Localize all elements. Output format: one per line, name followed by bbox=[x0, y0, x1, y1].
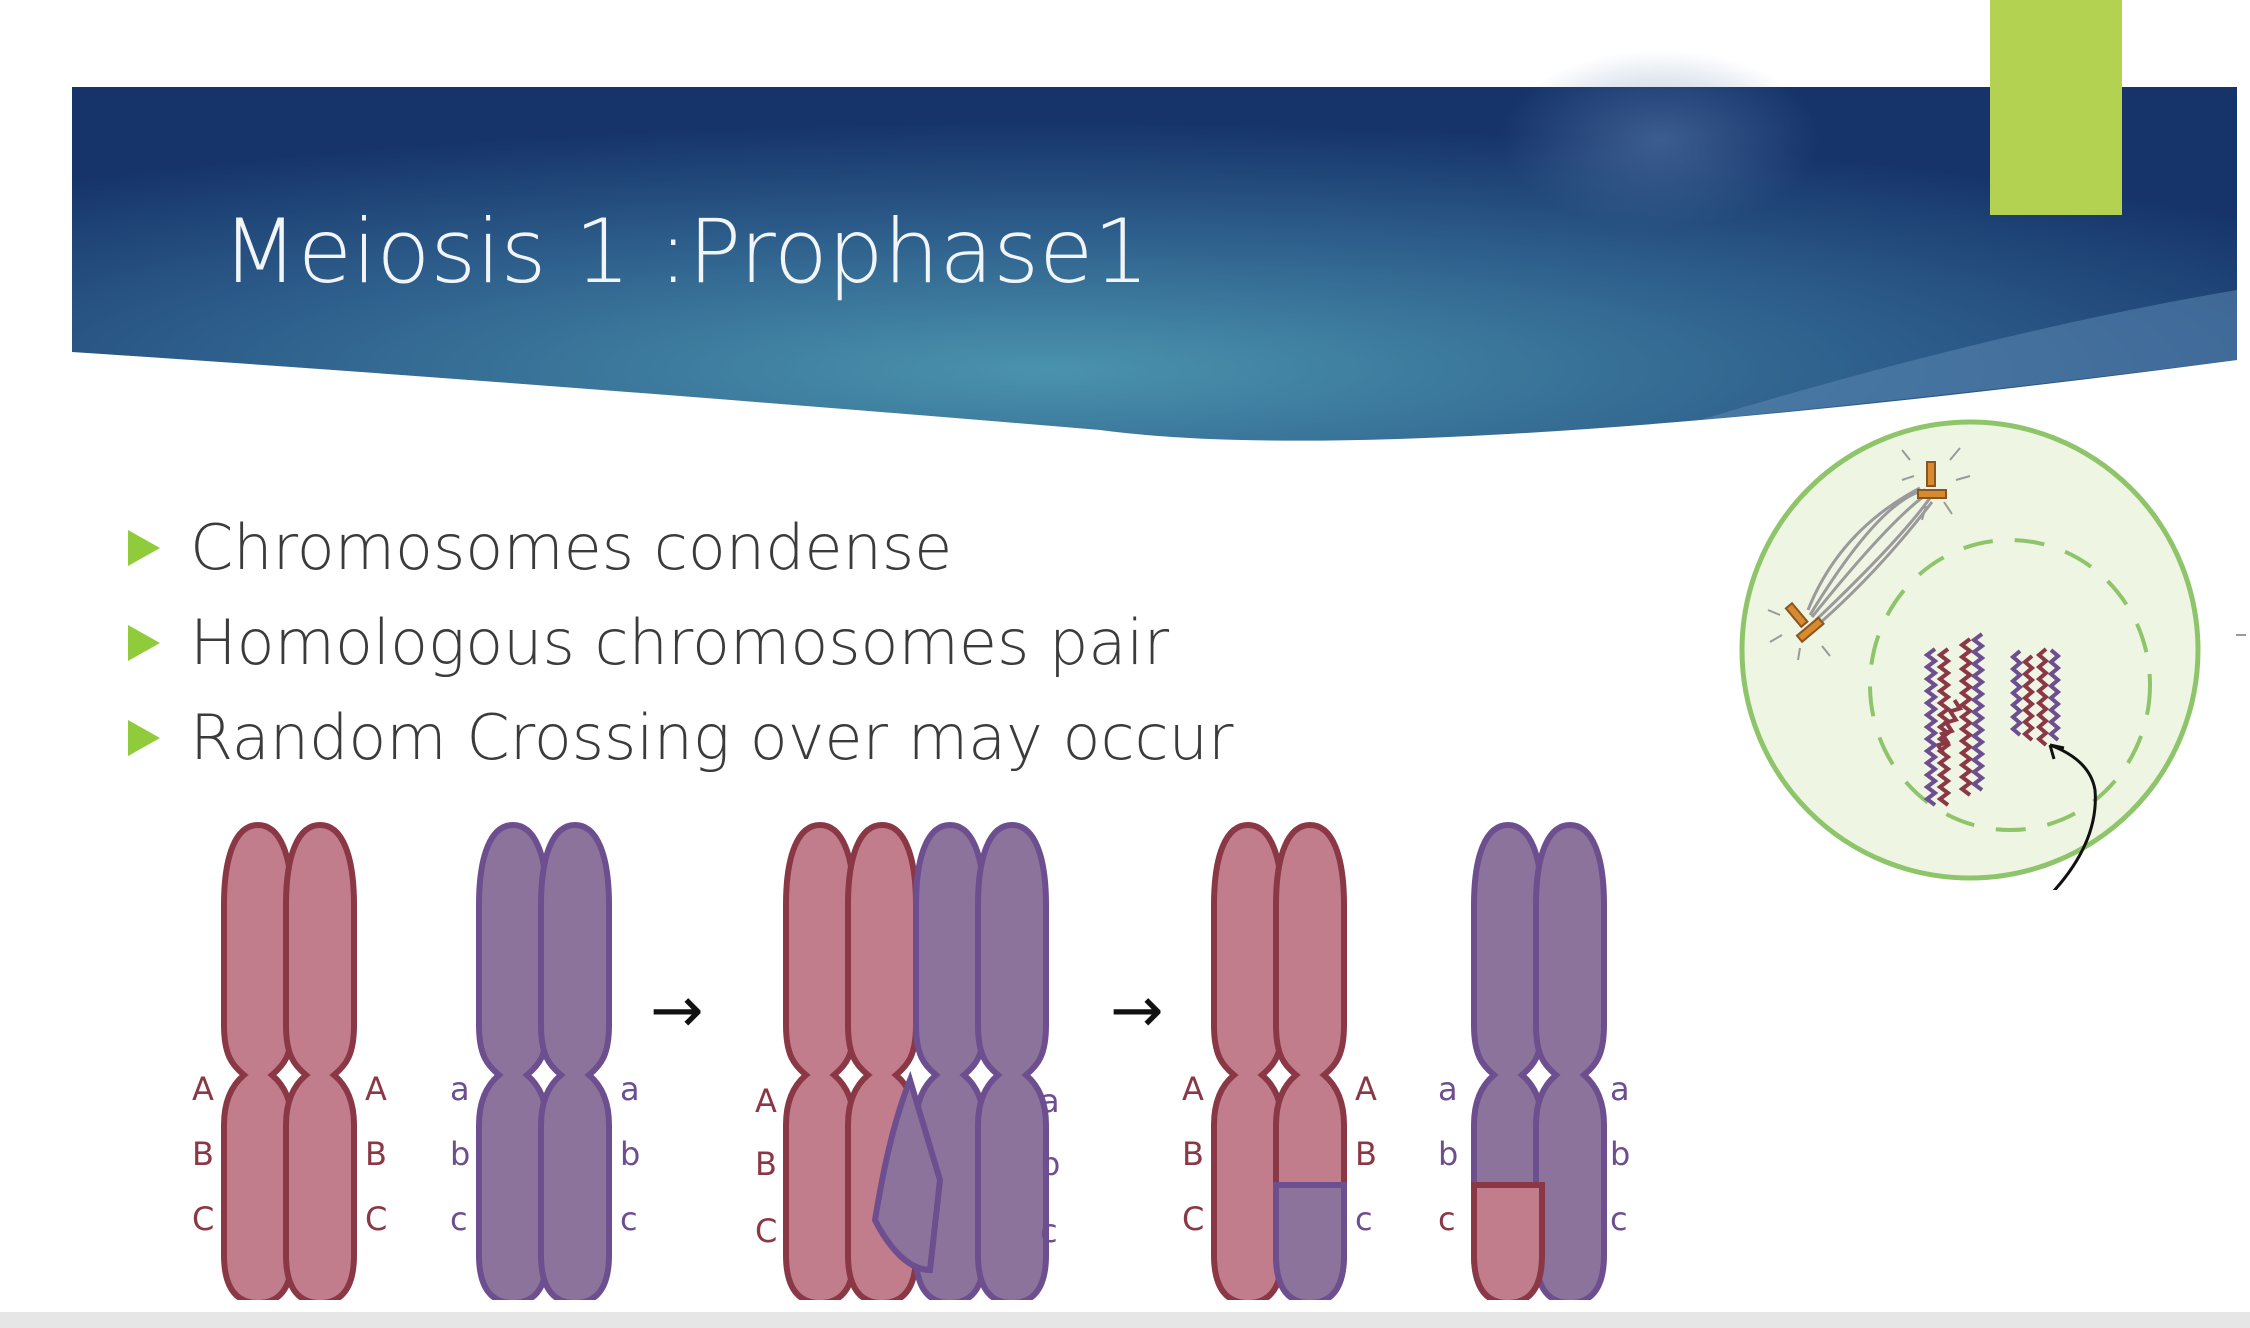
svg-text:A: A bbox=[192, 1070, 214, 1108]
edge-marker bbox=[2236, 634, 2246, 636]
allele-labels-pair3-mid-left: a b c bbox=[1438, 1070, 1458, 1238]
condensed-chromosomes bbox=[1923, 632, 2062, 807]
bullet-item: Homologous chromosomes pair bbox=[128, 595, 1233, 690]
allele-labels-pair3-left: A B C bbox=[1182, 1070, 1204, 1238]
svg-text:b: b bbox=[450, 1135, 470, 1173]
crossing-over-diagram: A B C A B C a b c a b c A B C a b c bbox=[192, 800, 1630, 1300]
chromosome-maternal bbox=[224, 825, 354, 1300]
svg-text:C: C bbox=[365, 1200, 387, 1238]
triangle-bullet-icon bbox=[128, 529, 160, 566]
allele-labels-pair1-paternal-right: a b c bbox=[620, 1070, 640, 1238]
right-arrow-icon: → bbox=[650, 974, 704, 1048]
svg-text:b: b bbox=[1610, 1135, 1630, 1173]
slide-title: Meiosis 1 :Prophase1 bbox=[222, 200, 1150, 303]
chromosome-recombinant-paternal bbox=[1471, 825, 1604, 1300]
triangle-bullet-icon bbox=[128, 719, 160, 756]
svg-text:c: c bbox=[450, 1200, 468, 1238]
svg-text:a: a bbox=[1040, 1082, 1060, 1120]
bullet-list: Chromosomes condense Homologous chromoso… bbox=[128, 500, 1233, 785]
bullet-item: Chromosomes condense bbox=[128, 500, 1233, 595]
allele-labels-pair1-maternal-left: A B C bbox=[192, 1070, 214, 1238]
allele-labels-pair2-right: a b c bbox=[1040, 1082, 1060, 1250]
right-arrow-icon: → bbox=[1110, 974, 1164, 1048]
svg-text:B: B bbox=[1355, 1135, 1377, 1173]
spindle-fibers bbox=[1806, 486, 1934, 625]
svg-text:a: a bbox=[450, 1070, 470, 1108]
svg-text:c: c bbox=[1438, 1200, 1456, 1238]
chromosome-paternal bbox=[479, 825, 609, 1300]
allele-labels-pair1-maternal-right: A B C bbox=[365, 1070, 387, 1238]
svg-text:C: C bbox=[755, 1212, 777, 1250]
allele-labels-pair1-paternal-left: a b c bbox=[450, 1070, 470, 1238]
prophase-cell-illustration bbox=[1739, 419, 2201, 890]
bullet-text: Chromosomes condense bbox=[190, 511, 953, 584]
svg-text:b: b bbox=[1438, 1135, 1458, 1173]
svg-text:B: B bbox=[192, 1135, 214, 1173]
svg-text:a: a bbox=[1438, 1070, 1458, 1108]
chromosome-recombinant-maternal bbox=[1214, 825, 1347, 1300]
triangle-bullet-icon bbox=[128, 624, 160, 661]
crossover-overlap bbox=[871, 1070, 944, 1274]
svg-text:C: C bbox=[192, 1200, 214, 1238]
svg-text:c: c bbox=[1040, 1212, 1058, 1250]
bullet-text: Homologous chromosomes pair bbox=[190, 606, 1170, 679]
bullet-text: Random Crossing over may occur bbox=[190, 701, 1234, 774]
svg-text:c: c bbox=[1355, 1200, 1373, 1238]
bullet-item: Random Crossing over may occur bbox=[128, 690, 1233, 785]
allele-labels-pair3-mid-right: A B c bbox=[1355, 1070, 1377, 1238]
svg-text:a: a bbox=[620, 1070, 640, 1108]
svg-text:A: A bbox=[755, 1082, 777, 1120]
svg-text:a: a bbox=[1610, 1070, 1630, 1108]
centrosome-icon bbox=[1784, 601, 1825, 644]
curved-arrow-icon bbox=[2048, 743, 2097, 890]
svg-text:A: A bbox=[365, 1070, 387, 1108]
svg-text:A: A bbox=[1182, 1070, 1204, 1108]
centrosome-icon bbox=[1901, 447, 1971, 521]
title-banner bbox=[72, 50, 2237, 441]
accent-tab bbox=[1990, 0, 2122, 215]
svg-text:B: B bbox=[1182, 1135, 1204, 1173]
svg-text:A: A bbox=[1355, 1070, 1377, 1108]
svg-text:B: B bbox=[365, 1135, 387, 1173]
svg-text:b: b bbox=[620, 1135, 640, 1173]
bottom-bar bbox=[0, 1312, 2250, 1328]
svg-text:C: C bbox=[1182, 1200, 1204, 1238]
svg-text:B: B bbox=[755, 1145, 777, 1183]
svg-text:b: b bbox=[1040, 1145, 1060, 1183]
svg-text:c: c bbox=[1610, 1200, 1628, 1238]
allele-labels-pair2-left: A B C bbox=[755, 1082, 777, 1250]
allele-labels-pair3-right: a b c bbox=[1610, 1070, 1630, 1238]
svg-text:c: c bbox=[620, 1200, 638, 1238]
